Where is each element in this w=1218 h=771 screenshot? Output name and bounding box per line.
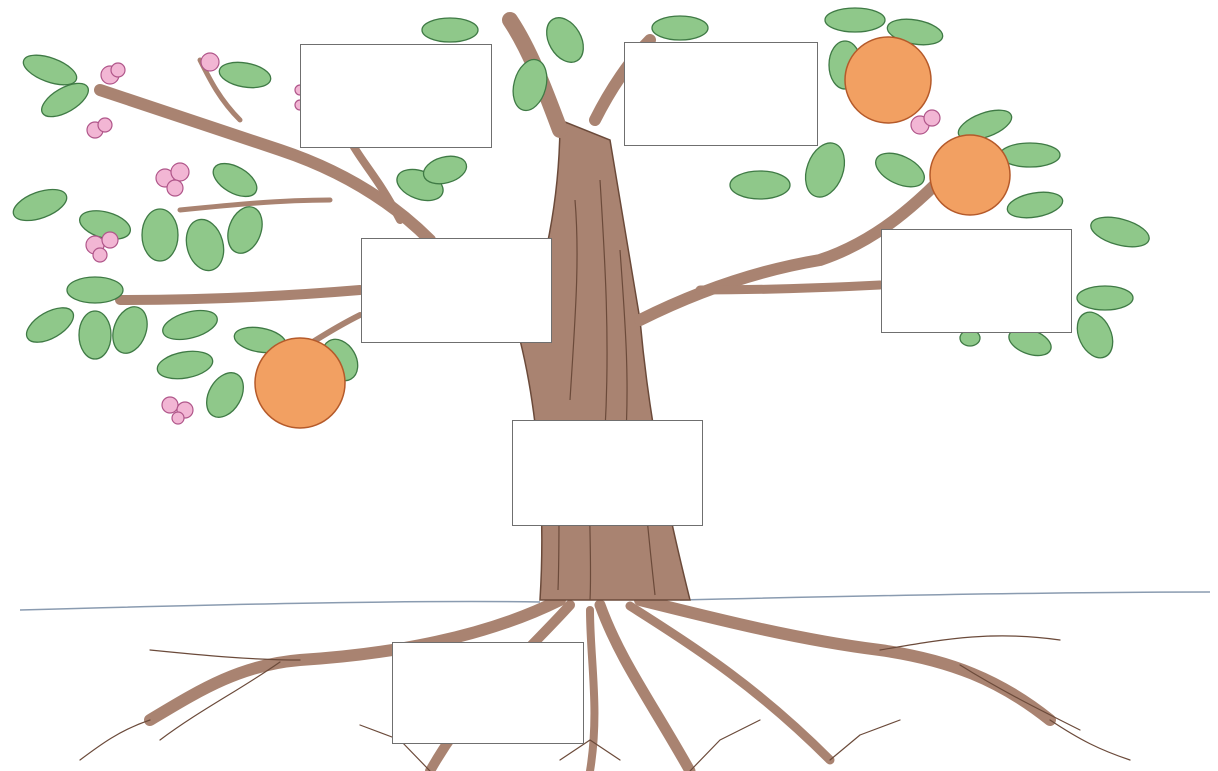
label-box-trunk[interactable] [512, 420, 703, 526]
branch [700, 285, 880, 290]
roots [80, 600, 1130, 771]
label-box-roots[interactable] [392, 642, 584, 744]
orange [930, 135, 1010, 215]
label-box-top-right[interactable] [624, 42, 818, 146]
label-box-top-left[interactable] [300, 44, 492, 148]
root [630, 606, 830, 760]
orange [255, 338, 345, 428]
root [640, 600, 1050, 720]
orange [845, 37, 931, 123]
label-box-middle-left[interactable] [361, 238, 552, 343]
root [600, 605, 690, 771]
trunk [520, 120, 690, 600]
root [590, 610, 594, 771]
branch [120, 290, 360, 300]
label-box-middle-right[interactable] [881, 229, 1072, 333]
